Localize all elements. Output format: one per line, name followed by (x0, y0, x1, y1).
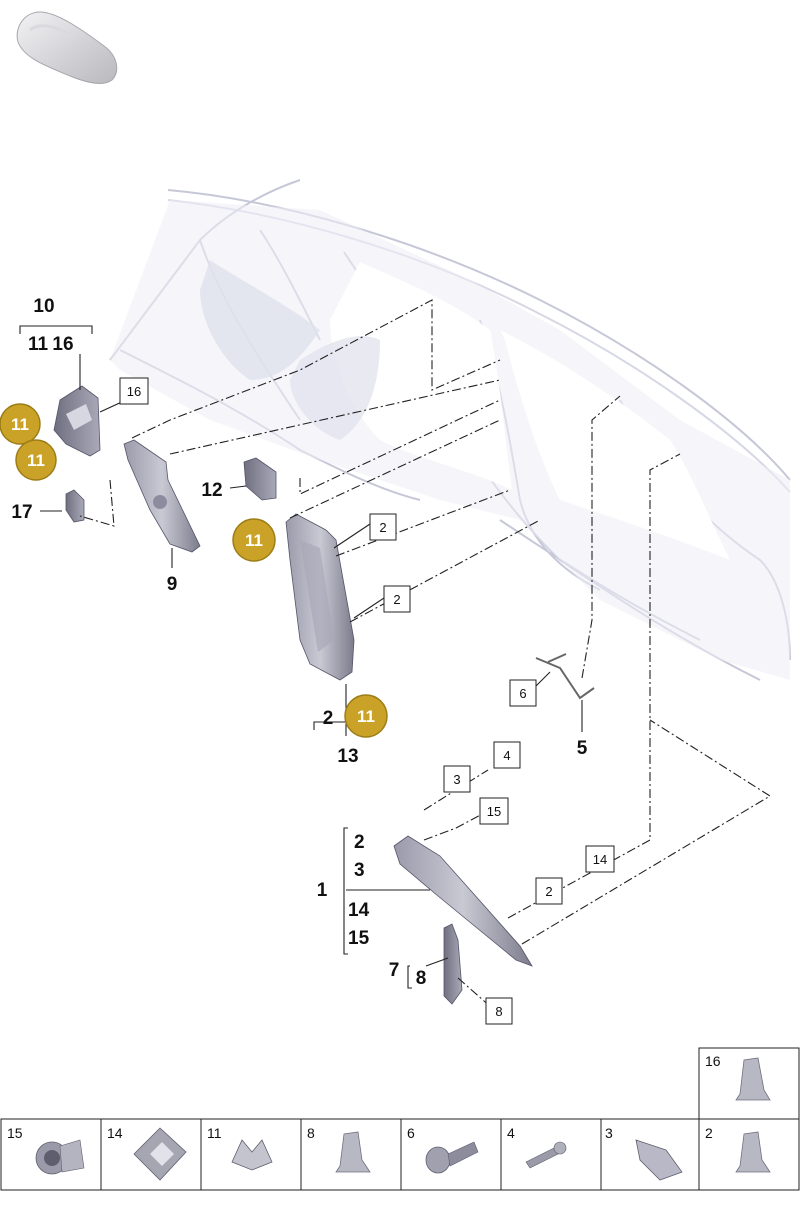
svg-text:2: 2 (379, 520, 386, 535)
legend-cell-15-number: 15 (7, 1125, 23, 1141)
svg-text:2: 2 (393, 592, 400, 607)
svg-text:3: 3 (453, 772, 460, 787)
callout-1: 1 (317, 880, 328, 901)
legend-cell-16-number: 16 (705, 1053, 721, 1069)
callout-1-part-3: 3 (354, 860, 365, 881)
legend-cell-3-number: 3 (605, 1125, 613, 1141)
body-frame-fill (110, 200, 790, 680)
callout-9: 9 (167, 574, 178, 595)
parts-legend: 16 15 14 11 8 6 (0, 1047, 800, 1191)
part-10-trim (53, 385, 101, 457)
box-callout-2-a: 2 (369, 513, 397, 541)
box-callout-15: 15 (479, 797, 509, 825)
callout-7: 7 (389, 960, 400, 981)
part-9-trim (123, 439, 201, 553)
callout-5: 5 (577, 738, 588, 759)
svg-text:11: 11 (357, 707, 375, 726)
clip-3-icon (635, 1139, 683, 1181)
callout-17: 17 (11, 502, 32, 523)
callout-11-badge-a: 11 (0, 403, 41, 445)
callout-1-part-14: 14 (348, 900, 370, 921)
callout-12: 12 (201, 480, 222, 501)
callout-11: 11 (28, 334, 49, 355)
svg-text:14: 14 (593, 852, 607, 867)
bolt-4-icon (525, 1141, 567, 1169)
part-1-trim (393, 835, 533, 967)
box-callout-8: 8 (485, 997, 513, 1025)
legend-cell-8-number: 8 (307, 1125, 315, 1141)
legend-cell-4-number: 4 (507, 1125, 515, 1141)
part-7-bracket (443, 923, 463, 1005)
part-5-bracket (535, 653, 595, 700)
box-callout-6: 6 (509, 679, 537, 707)
legend-cell-14-number: 14 (107, 1125, 123, 1141)
car-silhouette-icon (16, 11, 118, 84)
callout-1-part-15: 15 (348, 928, 370, 949)
clip-2-icon (735, 1131, 771, 1173)
callout-13-part-2: 2 (323, 708, 334, 729)
part-17-clip (65, 489, 85, 523)
callout-11-badge-b: 11 (15, 439, 57, 481)
legend-cell-11-number: 11 (207, 1125, 222, 1141)
svg-text:11: 11 (11, 415, 29, 434)
screw-6-icon (425, 1141, 479, 1174)
box-callout-2-c: 2 (535, 877, 563, 905)
box-callout-16: 16 (119, 377, 149, 405)
box-callout-14: 14 (585, 845, 615, 873)
svg-text:11: 11 (245, 531, 263, 550)
callout-10: 10 (33, 296, 54, 317)
callout-11-badge-c: 11 (232, 518, 276, 562)
svg-text:16: 16 (127, 384, 141, 399)
callout-7-part-8: 8 (416, 968, 427, 989)
svg-text:6: 6 (519, 686, 526, 701)
callout-13: 13 (337, 746, 358, 767)
part-13-trim (285, 513, 355, 681)
svg-text:2: 2 (545, 884, 552, 899)
rivet-nut-15-icon (35, 1139, 85, 1175)
box-callout-4: 4 (493, 741, 521, 769)
clip-11-icon (231, 1139, 273, 1171)
svg-text:15: 15 (487, 804, 501, 819)
callout-1-part-2: 2 (354, 832, 365, 853)
svg-text:4: 4 (503, 748, 510, 763)
box-callout-3: 3 (443, 765, 471, 793)
part-12-bracket (243, 457, 277, 501)
svg-text:11: 11 (27, 451, 45, 470)
clip-16-icon (735, 1057, 771, 1101)
clip-8-icon (335, 1131, 371, 1173)
callout-11-badge-d: 11 (344, 694, 388, 738)
pad-14-icon (133, 1127, 187, 1181)
box-callout-2-b: 2 (383, 585, 411, 613)
legend-cell-2-number: 2 (705, 1125, 713, 1141)
svg-text:8: 8 (495, 1004, 502, 1019)
legend-cell-6-number: 6 (407, 1125, 415, 1141)
callout-16: 16 (52, 334, 73, 355)
